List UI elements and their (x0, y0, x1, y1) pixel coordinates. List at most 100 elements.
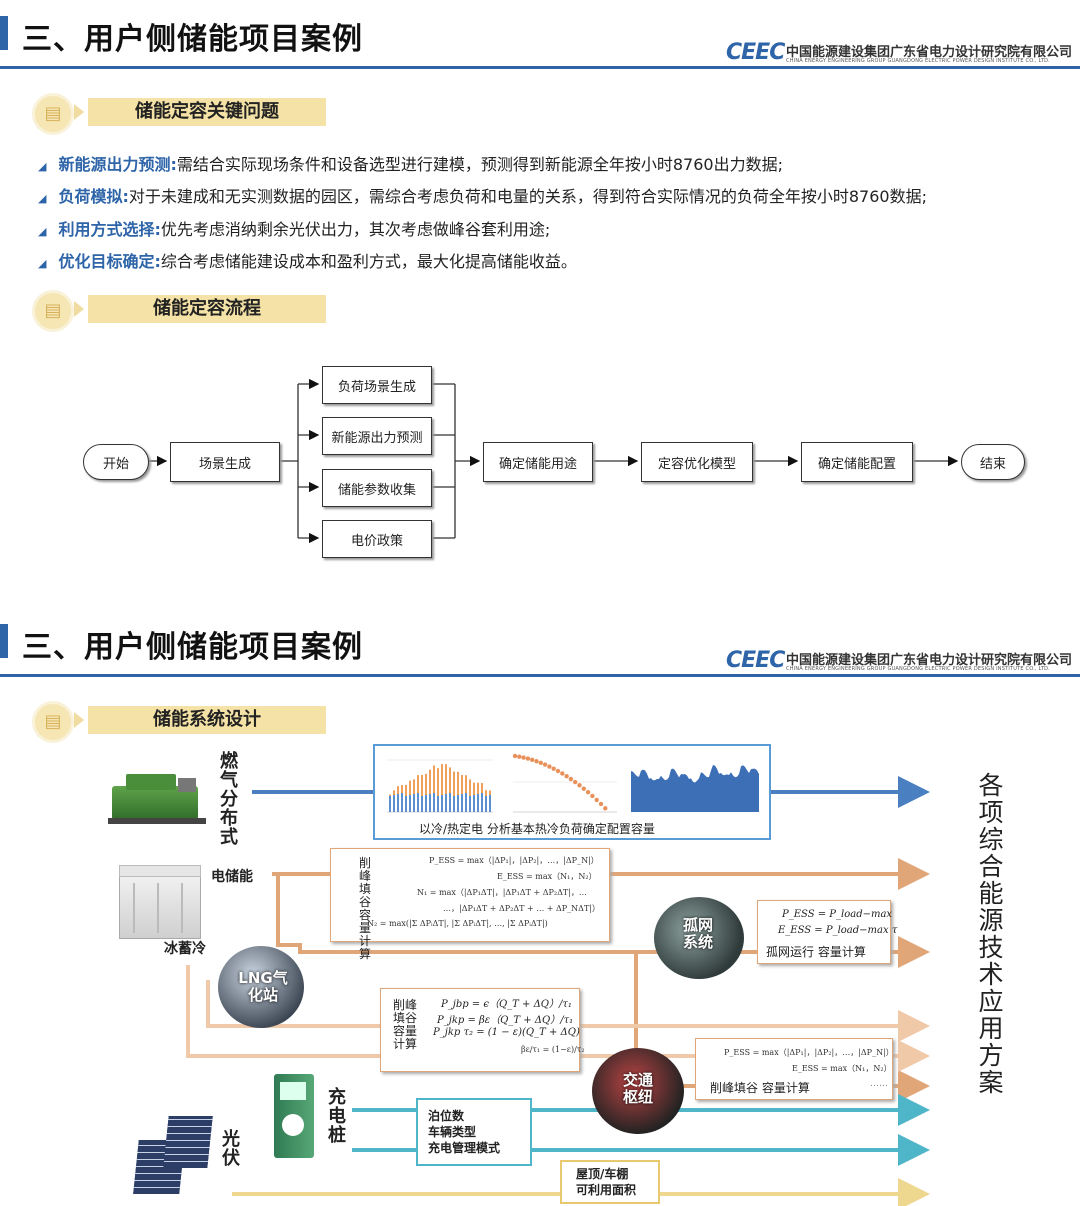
bar-segment (485, 790, 487, 796)
charging-pile-label: 充电桩 (328, 1087, 346, 1146)
bar-segment (405, 784, 407, 796)
formula-line: E_ESS = max（N₁，N₂） (792, 1064, 892, 1073)
bar-segment (469, 779, 471, 796)
gas-turbine-image (108, 768, 206, 828)
gas-load-charts (387, 753, 759, 813)
header-rule (0, 66, 1080, 69)
bar-segment (453, 771, 455, 796)
peak-shaving-label: 削峰填谷容量计算 (359, 856, 372, 961)
electric-storage-image (113, 863, 205, 941)
curve-point (560, 771, 565, 776)
bar-segment (413, 794, 415, 812)
bar-segment (477, 782, 479, 794)
curve-point (542, 762, 548, 767)
curve-point (585, 790, 591, 795)
electric-storage-label: 电储能 (211, 869, 253, 885)
bar-segment (429, 794, 431, 812)
formula-line: P_jkp = βε（Q_T + ΔQ）/τ₁ (437, 1015, 574, 1026)
curve-point (534, 759, 539, 764)
bar-segment (417, 793, 419, 812)
bullet-text: 需结合实际现场条件和设备选型进行建模，预测得到新能源全年按小时8760出力数据; (176, 155, 783, 174)
bar-segment (465, 793, 467, 812)
pv-panel-image (133, 1116, 213, 1196)
formula-line: βε/τ₁ = (1−ε)/τ₂ (521, 1045, 585, 1054)
charging-item: 泊位数 (428, 1109, 465, 1123)
charging-pile-image (270, 1074, 318, 1158)
bar-segment (437, 768, 439, 796)
traffic-caption: 削峰填谷 容量计算 (710, 1081, 810, 1095)
curve-point (521, 755, 526, 760)
bar-segment (453, 796, 455, 812)
pv-item: 可利用面积 (576, 1183, 637, 1197)
bar-segment (409, 780, 411, 795)
bullet-key: 新能源出力预测: (58, 155, 177, 174)
bar-segment (417, 775, 419, 793)
bar-segment (397, 794, 399, 812)
section-arrow (74, 712, 84, 728)
flow-determine-use: 确定储能用途 (483, 442, 593, 482)
bar-segment (401, 793, 403, 812)
bar-segment (457, 771, 459, 795)
curve-point (525, 756, 531, 761)
page-title: 三、用户侧储能项目案例 (22, 630, 363, 665)
ice-peak-label: 削峰填谷容量计算 (393, 998, 418, 1051)
curve-point (581, 786, 586, 791)
charging-item: 车辆类型 (428, 1125, 477, 1139)
lng-station-label: LNG气化站 (238, 969, 288, 1004)
flowchart-connectors (147, 378, 959, 544)
bar-segment (409, 795, 411, 812)
bullet-marker-icon: ◢ (38, 192, 47, 205)
flow-storage-params: 储能参数收集 (322, 469, 432, 507)
formula-line: P_jbp = ϵ（Q_T + ΔQ）/τ₁ (441, 999, 572, 1010)
title-accent-bar (0, 16, 8, 50)
company-name-cn: 中国能源建设集团广东省电力设计研究院有限公司 (786, 45, 1073, 60)
peak-shaving-formula-box: 削峰填谷容量计算 P_ESS = max（|ΔP₁|，|ΔP₂|，…，|ΔP_N… (330, 848, 610, 961)
bar-segment (389, 794, 391, 796)
curve-point (590, 793, 595, 799)
formula-line: N₁ = max（|ΔP₁ΔT|，|ΔP₁ΔT + ΔP₂ΔT|，… (417, 888, 587, 897)
ellipsis: …… (870, 1079, 888, 1089)
bar-segment (465, 775, 467, 793)
gas-analysis-box: 以冷/热定电 分析基本热冷负荷确定配置容量 (373, 744, 771, 840)
page-title: 三、用户侧储能项目案例 (22, 22, 363, 57)
curve-point (551, 766, 556, 771)
bullet-item: ◢优化目标确定:综合考虑储能建设成本和盈利方式，最大化提高储能收益。 (38, 248, 577, 272)
flow-start-node: 开始 (83, 444, 149, 480)
bar-segment (401, 785, 403, 793)
bar-segment (405, 796, 407, 812)
bullet-text: 综合考虑储能建设成本和盈利方式，最大化提高储能收益。 (160, 252, 577, 271)
formula-line: …，|ΔP₁ΔT + ΔP₂ΔT + … + ΔP_NΔT|） (443, 904, 600, 913)
gas-caption: 以冷/热定电 分析基本热冷负荷确定配置容量 (419, 822, 655, 836)
curve-point (547, 764, 552, 769)
formula-line: P_ESS = max（|ΔP₁|，|ΔP₂|，…，|ΔP_N|） (429, 856, 599, 865)
formula-line: E_ESS = max（N₁，N₂） (497, 872, 597, 881)
bar-segment (461, 775, 463, 794)
header-rule (0, 674, 1080, 677)
section-badge: ▤ (32, 290, 74, 332)
clipboard-icon: ▤ (44, 711, 62, 732)
curve-point (594, 797, 599, 803)
company-name-en: CHINA ENERGY ENGINEERING GROUP GUANGDONG… (786, 666, 1050, 672)
bar-segment (421, 775, 423, 796)
bar-segment (489, 790, 491, 795)
bar-segment (469, 796, 471, 812)
ice-storage-label: 冰蓄冷 (164, 941, 206, 957)
bar-segment (433, 765, 435, 793)
curve-point (598, 801, 604, 807)
flow-load-scenario: 负荷场景生成 (322, 366, 432, 404)
bar-segment (441, 795, 443, 812)
bar-segment (489, 795, 491, 812)
company-name-cn: 中国能源建设集团广东省电力设计研究院有限公司 (786, 653, 1073, 668)
duration-curve-mini (512, 753, 617, 813)
bar-chart-mini (387, 759, 493, 813)
curve-point (555, 768, 561, 774)
bar-segment (429, 769, 431, 794)
bar-segment (425, 773, 427, 795)
section-heading-key-issues: 储能定容关键问题 (88, 98, 326, 126)
bar-segment (397, 786, 399, 794)
curve-point (512, 753, 518, 759)
bar-segment (449, 793, 451, 812)
section-badge: ▤ (32, 93, 74, 135)
company-name-en: CHINA ENERGY ENGINEERING GROUP GUANGDONG… (786, 58, 1050, 64)
bullet-text: 对于未建成和无实测数据的园区，需综合考虑负荷和电量的关系，得到符合实际情况的负荷… (128, 187, 927, 206)
